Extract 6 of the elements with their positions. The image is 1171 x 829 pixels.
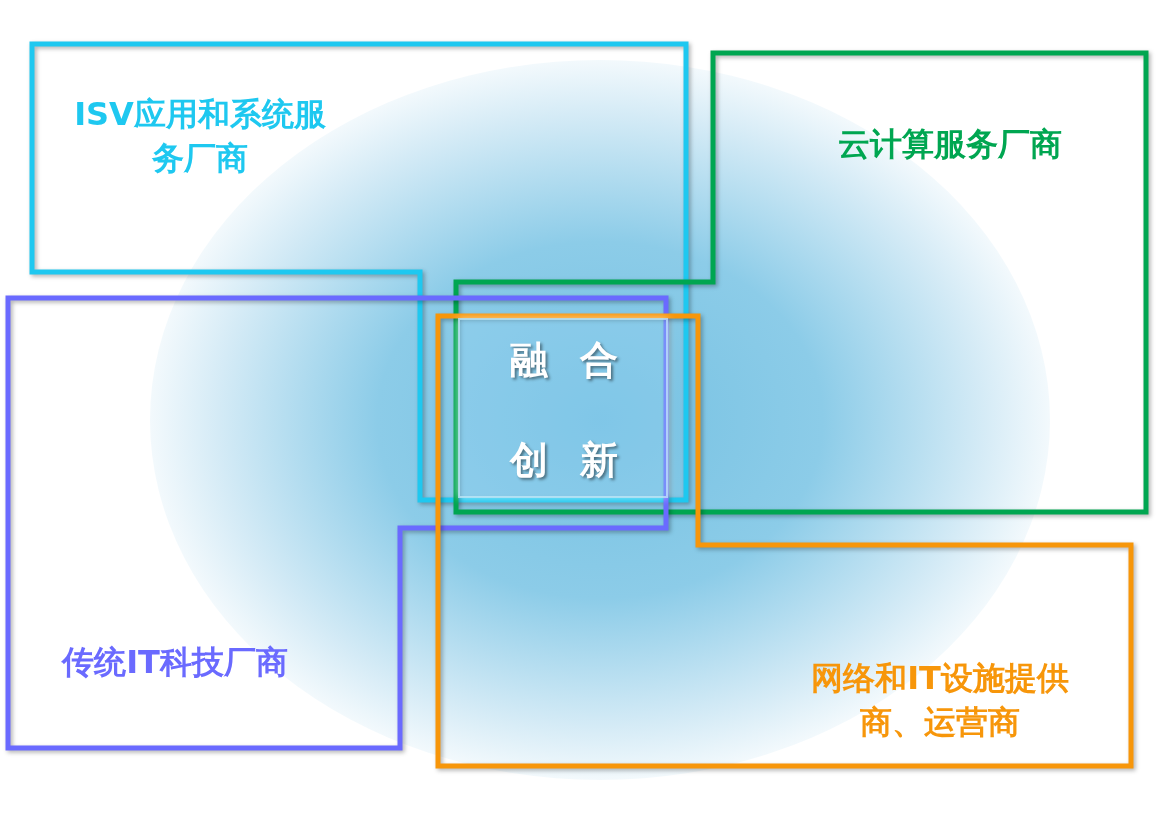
center-box bbox=[458, 318, 668, 498]
region-title: 传统IT科技厂商 bbox=[60, 642, 289, 683]
region-title: ISV应用和系统服务厂商 bbox=[73, 94, 327, 179]
center-label: 融合创新 bbox=[510, 337, 650, 484]
region-title: 网络和IT设施提供商、运营商 bbox=[810, 658, 1070, 743]
region-title: 云计算服务厂商 bbox=[837, 124, 1063, 165]
